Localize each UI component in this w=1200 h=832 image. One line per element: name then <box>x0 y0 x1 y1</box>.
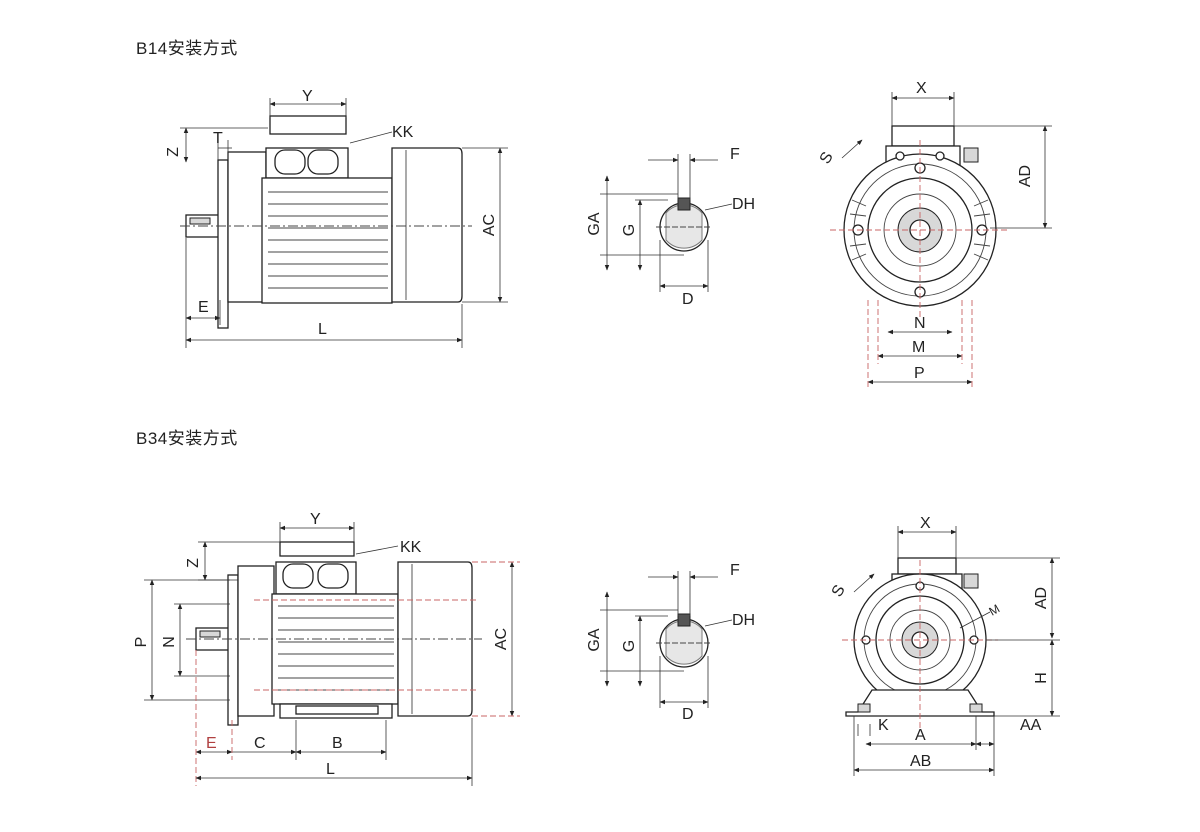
b34-front-terminal-box <box>897 557 957 575</box>
b34-front-label-ad: AD <box>1033 587 1050 609</box>
b14-front-label-n: N <box>914 315 926 332</box>
b14-front-terminal-box <box>891 125 955 147</box>
b14-section-title: B14安装方式 <box>136 39 238 58</box>
b14-side-label-ac: AC <box>481 214 498 236</box>
b34-front-label-ab: AB <box>910 753 931 770</box>
b14-flange <box>217 159 229 329</box>
b34-side-label-e: E <box>206 735 217 752</box>
b14-motor-body <box>261 177 393 304</box>
b14-shaft-label-dh: DH <box>732 196 755 213</box>
b34-side-label-y: Y <box>310 511 321 528</box>
b34-front-feet <box>845 689 995 717</box>
b34-shaft-label-g: G <box>621 640 638 652</box>
b34-side-view: Y KK Z P N E C B L AC <box>133 511 520 786</box>
b14-side-label-kk: KK <box>392 124 414 141</box>
b34-front-label-m: M <box>987 601 1003 618</box>
b34-side-label-c: C <box>254 735 266 752</box>
b14-front-label-m: M <box>912 339 925 356</box>
b34-shaft-label-f: F <box>730 562 740 579</box>
b34-front-label-aa: AA <box>1020 717 1042 734</box>
b34-section-title: B34安装方式 <box>136 429 238 448</box>
b34-front-label-a: A <box>915 727 926 744</box>
b34-motor-body <box>271 593 399 705</box>
b34-shaft-label-ga: GA <box>586 628 603 651</box>
b14-side-label-l: L <box>318 321 327 338</box>
b34-side-label-l: L <box>326 761 335 778</box>
b34-front-label-h: H <box>1033 672 1050 684</box>
b34-side-label-b: B <box>332 735 343 752</box>
b14-shaft-section: F DH GA G D <box>586 146 755 308</box>
b14-fan-cover <box>391 147 463 303</box>
b34-side-label-ac: AC <box>493 628 510 650</box>
b14-side-label-e: E <box>198 299 209 316</box>
b14-side-view: Y KK Z T E L AC <box>165 88 508 348</box>
b14-side-label-z: Z <box>165 147 182 157</box>
b34-side-label-z: Z <box>185 558 202 568</box>
b34-front-label-x: X <box>920 515 931 532</box>
b14-shaft-label-g: G <box>621 224 638 236</box>
b34-front-label-k: K <box>878 717 889 734</box>
b14-front-label-s: S <box>817 149 837 167</box>
b34-shaft-label-d: D <box>682 706 694 723</box>
b34-front-label-s: S <box>829 582 849 600</box>
b34-front-view: X S M AD H K AA A AB <box>829 515 1060 776</box>
b14-side-label-t: T <box>213 130 223 147</box>
b34-flange <box>227 574 239 726</box>
b14-front-label-p: P <box>914 365 925 382</box>
b14-side-label-y: Y <box>302 88 313 105</box>
b14-shaft-label-f: F <box>730 146 740 163</box>
b14-shaft-label-ga: GA <box>586 212 603 235</box>
b34-side-label-p: P <box>133 637 150 648</box>
b14-front-label-ad: AD <box>1017 165 1034 187</box>
b34-side-label-kk: KK <box>400 539 422 556</box>
b14-shaft-label-d: D <box>682 291 694 308</box>
b34-shaft-label-dh: DH <box>732 612 755 629</box>
b14-front-label-x: X <box>916 80 927 97</box>
b34-side-label-n: N <box>161 636 178 648</box>
b34-shaft-section: F DH GA G D <box>586 562 755 723</box>
b14-front-view: X S AD N M P <box>817 80 1052 390</box>
